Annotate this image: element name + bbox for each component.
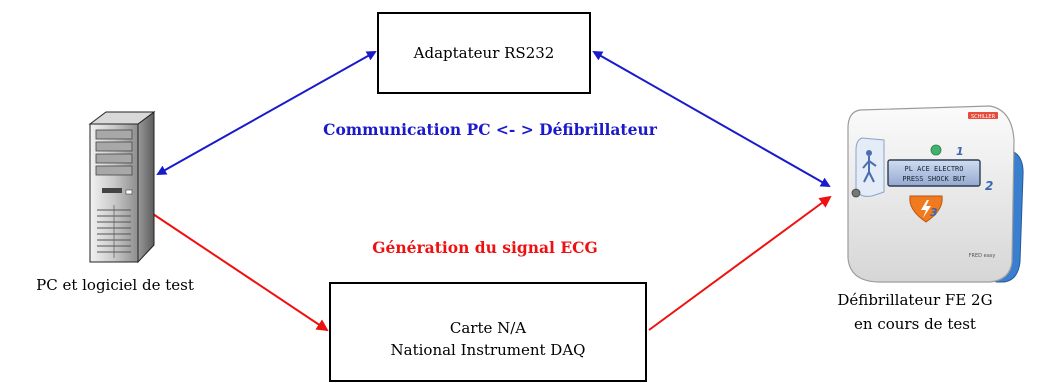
rs232-adapter-label: Adaptateur RS232	[413, 44, 555, 62]
arrow-rs232-defibrillator	[592, 51, 831, 187]
daq-card-line1: Carte N/A	[449, 319, 527, 337]
defibrillator-brand: SCHILLER	[971, 114, 996, 120]
daq-card-line2: National Instrument DAQ	[390, 341, 586, 359]
defibrillator-label-line1: Défibrillateur FE 2G	[837, 291, 993, 309]
defibrillator-step-1: 1	[956, 145, 964, 158]
defibrillator-label-line2: en cours de test	[854, 315, 976, 333]
rs232-adapter-box: Adaptateur RS232	[377, 12, 591, 94]
arrow-pc-rs232	[156, 51, 377, 175]
defibrillator-label: Défibrillateur FE 2G en cours de test	[800, 288, 1030, 336]
arrow-pc-daq	[149, 211, 329, 332]
arrow-daq-defibrillator	[648, 195, 832, 331]
defibrillator-step-3: 3	[930, 206, 938, 219]
defibrillator-screen-line1: PL ACE ELECTRO	[904, 165, 963, 173]
pc-label: PC et logiciel de test	[36, 276, 194, 294]
defibrillator-screen-line2: PRESS SHOCK BUT	[902, 175, 966, 183]
daq-card-box: Carte N/A National Instrument DAQ	[329, 282, 647, 382]
defibrillator-step-2: 2	[985, 179, 993, 193]
defibrillator-model: FRED easy	[969, 253, 996, 259]
ecg-signal-label: Génération du signal ECG	[372, 238, 598, 257]
communication-label: Communication PC <- > Défibrillateur	[323, 120, 657, 139]
